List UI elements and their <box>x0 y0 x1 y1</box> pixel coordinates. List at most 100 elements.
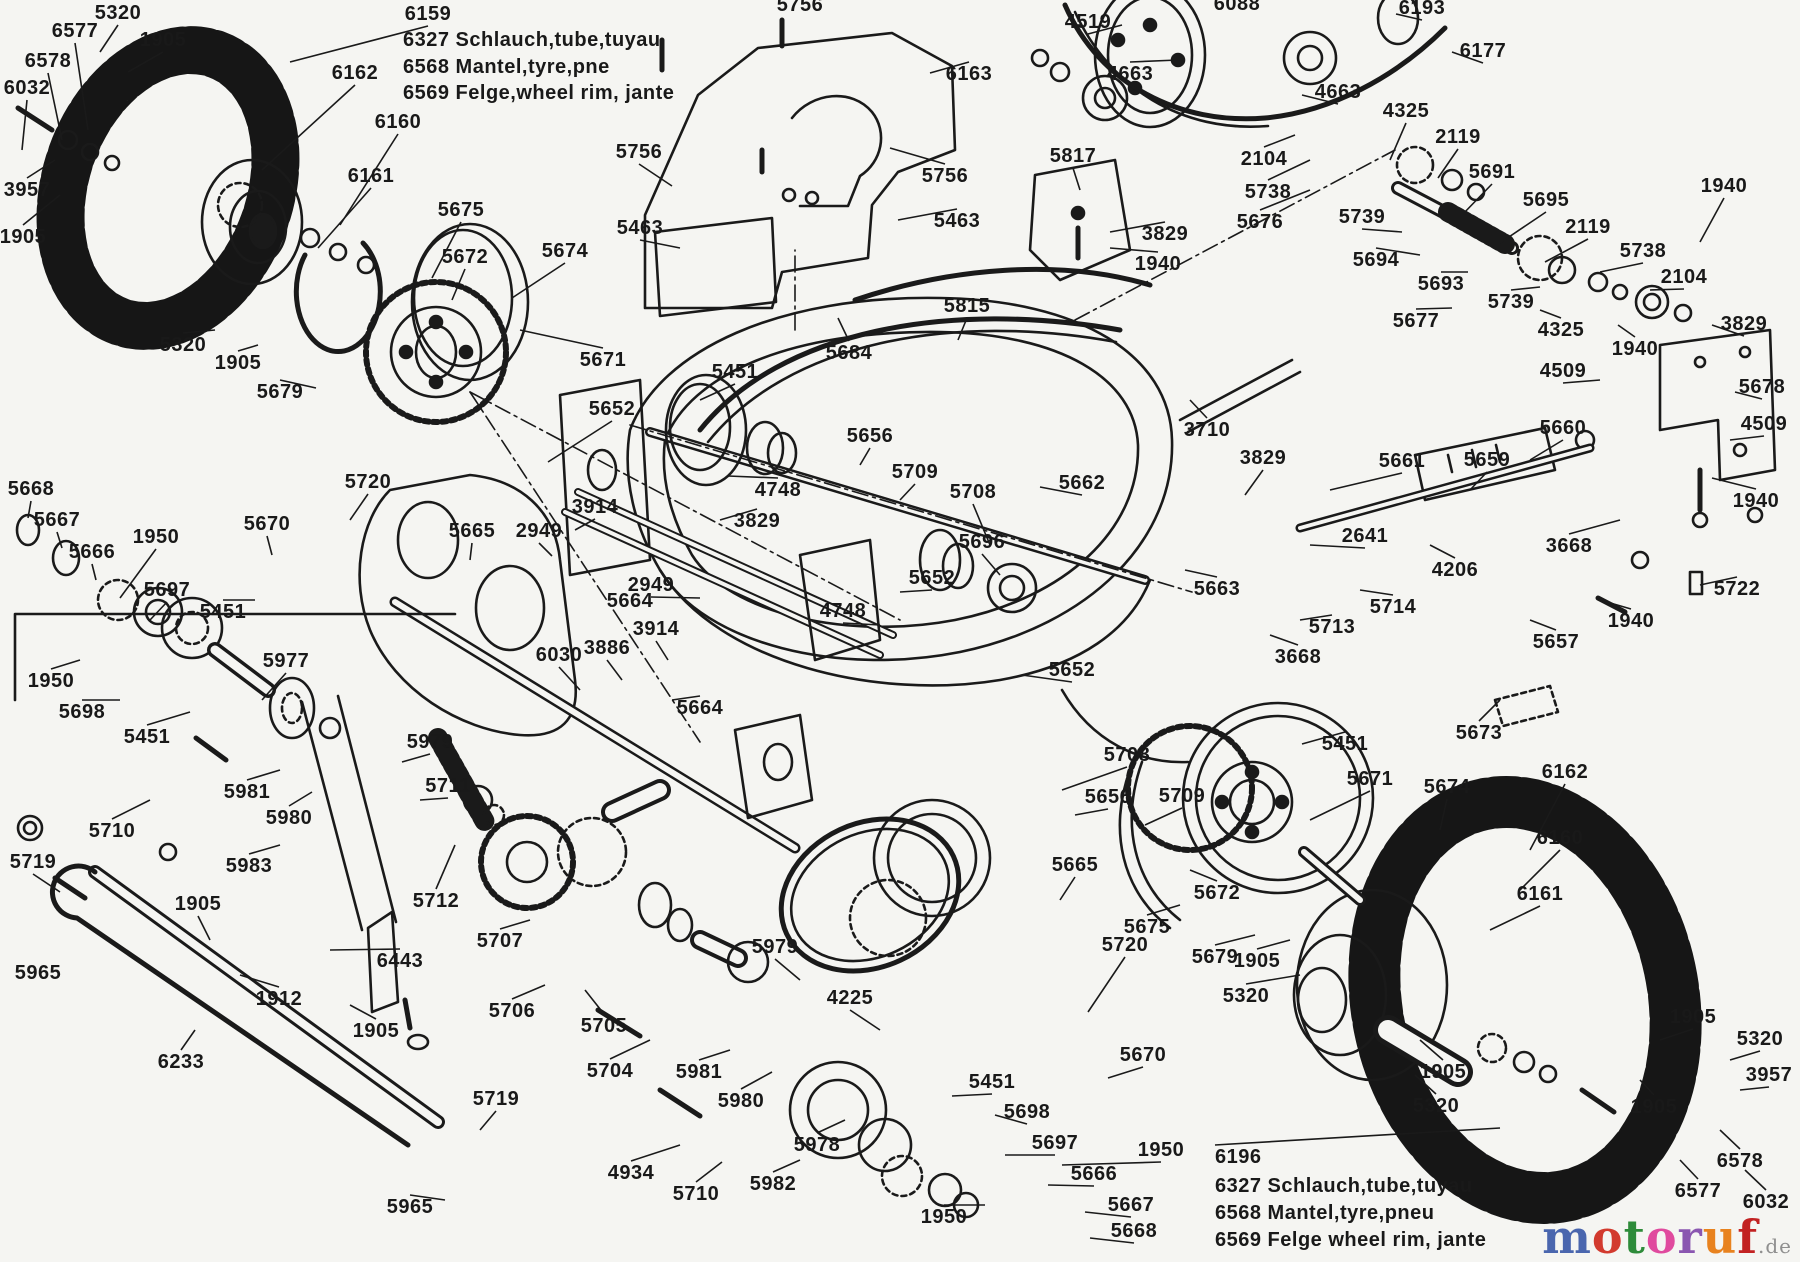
part-label: 5664 <box>676 697 724 719</box>
part-label: 6577 <box>51 20 99 42</box>
part-label: 5738 <box>1244 181 1292 203</box>
part-label: 6030 <box>535 644 583 666</box>
part-label: 5980 <box>717 1090 765 1112</box>
part-label: 5662 <box>1058 472 1106 494</box>
part-label: 6032 <box>1742 1191 1790 1213</box>
engine-shroud <box>643 31 957 310</box>
part-label: 6568 Mantel,tyre,pne <box>403 56 610 78</box>
part-label: 5720 <box>344 471 392 493</box>
part-label: 5697 <box>143 579 191 601</box>
part-label: 5697 <box>1031 1132 1079 1154</box>
part-label: 5756 <box>776 0 824 16</box>
part-label: 5320 <box>1736 1028 1784 1050</box>
part-label: 5709 <box>1158 785 1206 807</box>
part-label: 3829 <box>733 510 781 532</box>
part-label: 5719 <box>472 1088 520 1110</box>
part-label: 2119 <box>1565 216 1611 238</box>
part-label: 5738 <box>1619 240 1667 262</box>
part-label: 1940 <box>1607 610 1655 632</box>
part-label: 6233 <box>157 1051 205 1073</box>
part-label: 5668 <box>7 478 55 500</box>
part-label: 5674 <box>1423 776 1471 798</box>
part-label: 2119 <box>1435 126 1481 148</box>
part-label: 6196 <box>1215 1146 1262 1168</box>
part-label: 2104 <box>1660 266 1708 288</box>
part-label: 2949 <box>515 520 563 542</box>
part-label: 2949 <box>627 574 675 596</box>
part-label: 5667 <box>1107 1194 1155 1216</box>
part-label: 5677 <box>1392 310 1440 332</box>
part-label: 1905 <box>174 893 222 915</box>
part-label: 5671 <box>1346 768 1394 790</box>
part-label: 3829 <box>1720 313 1768 335</box>
part-label: 6032 <box>3 77 51 99</box>
part-label: 5320 <box>1412 1095 1460 1117</box>
part-label: 3668 <box>1274 646 1322 668</box>
part-label: 5657 <box>1532 631 1580 653</box>
part-label: 3710 <box>1183 419 1231 441</box>
part-label: 5463 <box>616 217 664 239</box>
part-label: 5666 <box>1070 1163 1118 1185</box>
part-label: 1905 <box>1233 950 1281 972</box>
part-label: 5756 <box>615 141 663 163</box>
part-label: 5979 <box>406 731 454 753</box>
part-label: 5696 <box>958 531 1006 553</box>
part-label: 5673 <box>1455 722 1503 744</box>
part-label: 3914 <box>571 496 619 518</box>
part-label: 6161 <box>1516 883 1564 905</box>
part-label: 5661 <box>1378 450 1426 472</box>
part-label: 6443 <box>376 950 424 972</box>
part-label: 2104 <box>1240 148 1288 170</box>
part-label: 1905 <box>1630 1096 1678 1118</box>
part-label: 2641 <box>1341 525 1389 547</box>
part-label: 1905 <box>214 352 262 374</box>
part-label: 5320 <box>159 334 207 356</box>
part-label: 3957 <box>1745 1064 1793 1086</box>
part-label: 6160 <box>374 111 422 133</box>
part-label: 4663 <box>1314 81 1362 103</box>
part-label: 5451 <box>1321 733 1369 755</box>
part-label: 1940 <box>1134 253 1182 275</box>
part-label: 5979 <box>751 936 799 958</box>
part-label: 5694 <box>1352 249 1400 271</box>
part-label: 5671 <box>579 349 627 371</box>
part-label: 5711 <box>425 775 471 797</box>
part-label: 5817 <box>1049 145 1097 167</box>
part-label: 5665 <box>448 520 496 542</box>
part-label: 6578 <box>1716 1150 1764 1172</box>
part-label: 5695 <box>1522 189 1570 211</box>
part-label: 5815 <box>943 295 991 317</box>
part-label: 5739 <box>1487 291 1535 313</box>
part-label: 6162 <box>331 62 379 84</box>
part-label: 5977 <box>262 650 310 672</box>
part-label: 5722 <box>1713 578 1761 600</box>
part-label: 5982 <box>749 1173 797 1195</box>
part-label: 1905 <box>1669 1006 1717 1028</box>
part-label: 6159 <box>404 3 452 25</box>
motoruf-logo-text: motoruf <box>1542 1210 1758 1262</box>
part-label: 1905 <box>139 29 187 51</box>
part-label: 4509 <box>1539 360 1587 382</box>
part-label: 5693 <box>1417 273 1465 295</box>
part-label: 6327 Schlauch,tube,tuyau <box>403 29 661 51</box>
part-label: 5720 <box>1101 934 1149 956</box>
part-label: 5678 <box>1738 376 1786 398</box>
part-label: 5675 <box>1123 916 1171 938</box>
part-label: 1950 <box>920 1206 968 1228</box>
part-label: 4519 <box>1064 11 1112 33</box>
part-label: 1905 <box>1419 1061 1467 1083</box>
part-label: 5706 <box>488 1000 536 1022</box>
part-label: 5676 <box>1236 211 1284 233</box>
motoruf-watermark: motoruf.de <box>1542 1214 1792 1260</box>
part-label: 4934 <box>607 1162 655 1184</box>
part-label: 3914 <box>632 618 680 640</box>
part-label: 6163 <box>945 63 993 85</box>
part-label: 5659 <box>1463 449 1511 471</box>
part-label: 1940 <box>1700 175 1748 197</box>
part-label: 5756 <box>921 165 969 187</box>
part-label: 5451 <box>711 361 759 383</box>
part-label: 5714 <box>1369 596 1417 618</box>
part-label: 5705 <box>580 1015 628 1037</box>
part-label: 5704 <box>586 1060 634 1082</box>
